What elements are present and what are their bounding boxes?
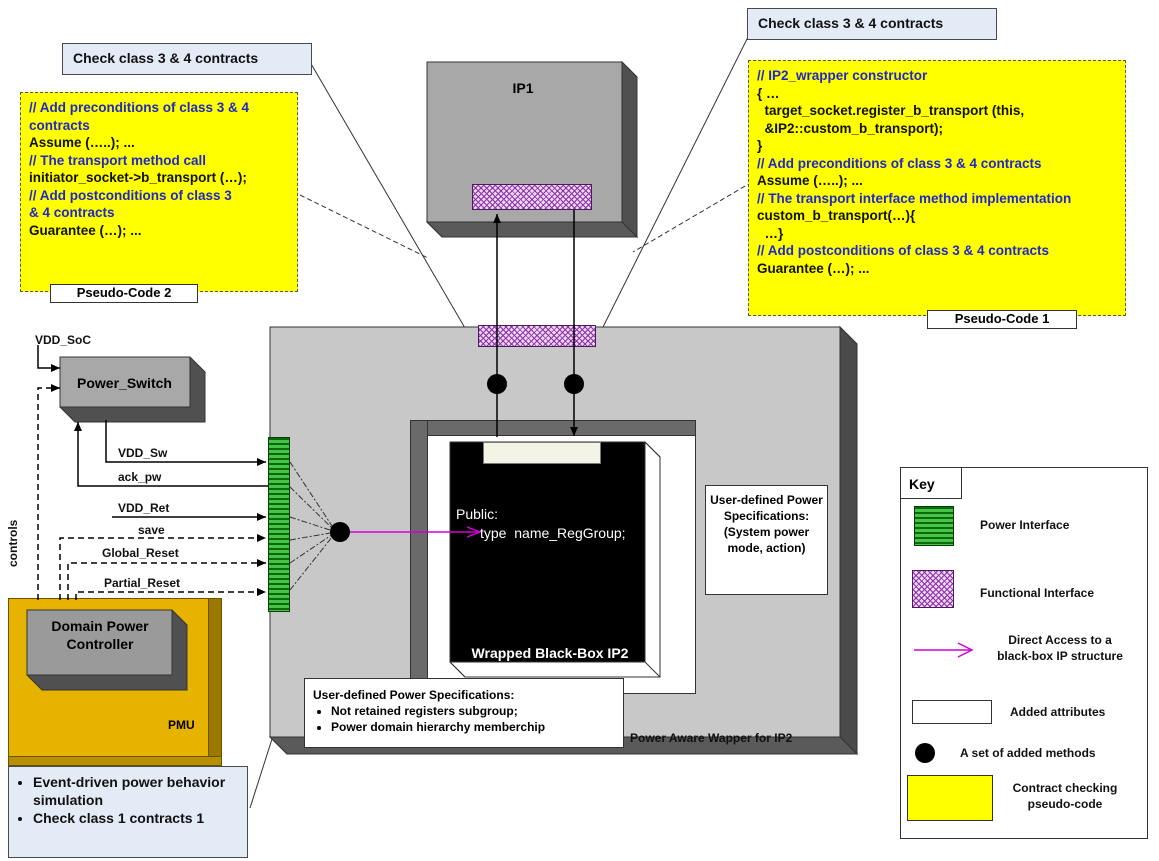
black-box-title: Wrapped Black-Box IP2 — [471, 645, 629, 661]
key-functional-interface-swatch — [912, 570, 954, 608]
code-line: contracts — [29, 117, 90, 133]
tag-text: Pseudo-Code 2 — [76, 285, 172, 300]
domain-power-controller-block — [26, 609, 188, 691]
callout-event-driven: Event-driven power behavior simulation C… — [8, 766, 248, 858]
signal-save-label: save — [138, 523, 165, 537]
code-line: } — [757, 138, 763, 153]
code-line: &IP2::custom_b_transport); — [757, 120, 944, 136]
power-interface-bar — [268, 437, 290, 612]
key-direct-access-label: Direct Access to a black-box IP structur… — [997, 633, 1123, 663]
pseudo-code-1-tag: Pseudo-Code 1 — [927, 310, 1077, 329]
code-line: // Add postconditions of class 3 & 4 con… — [757, 243, 1050, 258]
code-line: // Add preconditions of class 3 & 4 — [29, 100, 250, 115]
tag-text: Pseudo-Code 1 — [954, 311, 1050, 326]
callout-check-contracts-right: Check class 3 & 4 contracts — [747, 8, 997, 40]
key-added-attributes-label: Added attributes — [1010, 705, 1106, 719]
callout-text: Check class 3 & 4 contracts — [73, 50, 259, 66]
key-pseudo-code-label: Contract checking pseudo-code — [1012, 781, 1118, 811]
code-line: initiator_socket->b_transport (…); — [29, 170, 247, 185]
code-line: custom_b_transport(…){ — [757, 208, 916, 223]
reg-group-label: type name_RegGroup; — [480, 525, 626, 541]
added-attributes-box — [483, 442, 601, 464]
code-line: // Add preconditions of class 3 & 4 cont… — [757, 155, 1042, 171]
pseudo1-link — [632, 181, 753, 253]
user-spec-item: Not retained registers subgroup; — [331, 703, 615, 719]
power-switch-block — [59, 356, 206, 423]
code-line: & 4 contracts — [29, 205, 115, 220]
vdd-soc-label: VDD_SoC — [35, 333, 92, 347]
pmu-block-bottom — [8, 756, 222, 766]
event-callout-item: Event-driven power behavior simulation — [33, 773, 241, 809]
ip1-title: IP1 — [512, 80, 534, 96]
callout-line-right — [574, 32, 751, 384]
event-callout-item: Check class 1 contracts 1 — [33, 809, 241, 827]
code-line: target_socket.register_b_transport (this… — [757, 103, 1025, 118]
key-power-interface-swatch — [914, 506, 954, 546]
user-spec-bottom: User-defined Power Specifications: Not r… — [304, 678, 624, 748]
user-spec-right-text: User-defined Power Specifications: (Syst… — [710, 493, 823, 555]
public-label: Public: — [456, 506, 499, 522]
key-power-interface-label: Power Interface — [980, 518, 1070, 532]
user-spec-bottom-title: User-defined Power Specifications: — [313, 688, 515, 702]
key-added-attributes-swatch — [912, 700, 992, 724]
callout-check-contracts-left: Check class 3 & 4 contracts — [62, 43, 312, 75]
code-line: Assume (…..); ... — [29, 135, 135, 150]
pseudo-code-2-tag: Pseudo-Code 2 — [50, 284, 198, 303]
key-methods-label: A set of added methods — [960, 746, 1096, 760]
controls-label: controls — [6, 519, 20, 567]
black-box-ip2 — [449, 441, 661, 678]
code-line: Assume (…..); ... — [757, 173, 863, 188]
key-pseudo-code-swatch — [907, 775, 993, 821]
code-line: Guarantee (…); ... — [757, 260, 870, 276]
pseudo-code-1-box: // IP2_wrapper constructor { … target_so… — [748, 60, 1126, 316]
signal-vdd-sw-label: VDD_Sw — [118, 446, 168, 460]
user-spec-item: Power domain hierarchy memberchip — [331, 719, 615, 735]
code-line: // The transport interface method implem… — [757, 190, 1072, 206]
callout-text: Check class 3 & 4 contracts — [758, 15, 944, 31]
code-line: // The transport method call — [29, 152, 207, 168]
wrapper-functional-interface — [478, 325, 596, 347]
code-line: { … — [757, 85, 780, 101]
key-direct-access-arrow — [914, 642, 974, 658]
pmu-label: PMU — [168, 718, 195, 732]
signal-partial-reset-label: Partial_Reset — [104, 576, 181, 590]
signal-vdd-ret-label: VDD_Ret — [118, 501, 170, 515]
code-line: …} — [757, 225, 784, 241]
code-line: Guarantee (…); ... — [29, 222, 142, 238]
key-method-dot — [915, 743, 935, 763]
key-title: Key — [900, 467, 962, 499]
signal-ack-pw-label: ack_pw — [118, 470, 162, 484]
signal-global-reset-label: Global_Reset — [102, 546, 179, 560]
user-spec-right: User-defined Power Specifications: (Syst… — [705, 485, 828, 595]
key-functional-interface-label: Functional Interface — [980, 586, 1095, 600]
ip1-functional-interface — [472, 184, 592, 210]
power-switch-label: Power_Switch — [77, 375, 172, 391]
code-line: // Add postconditions of class 3 — [29, 187, 232, 203]
pseudo-code-2-box: // Add preconditions of class 3 & 4 cont… — [20, 92, 298, 292]
code-line: // IP2_wrapper constructor — [757, 68, 928, 83]
wrapper-label: Power Aware Wapper for IP2 — [630, 731, 793, 745]
domain-power-controller-label: Domain Power Controller — [51, 618, 149, 652]
